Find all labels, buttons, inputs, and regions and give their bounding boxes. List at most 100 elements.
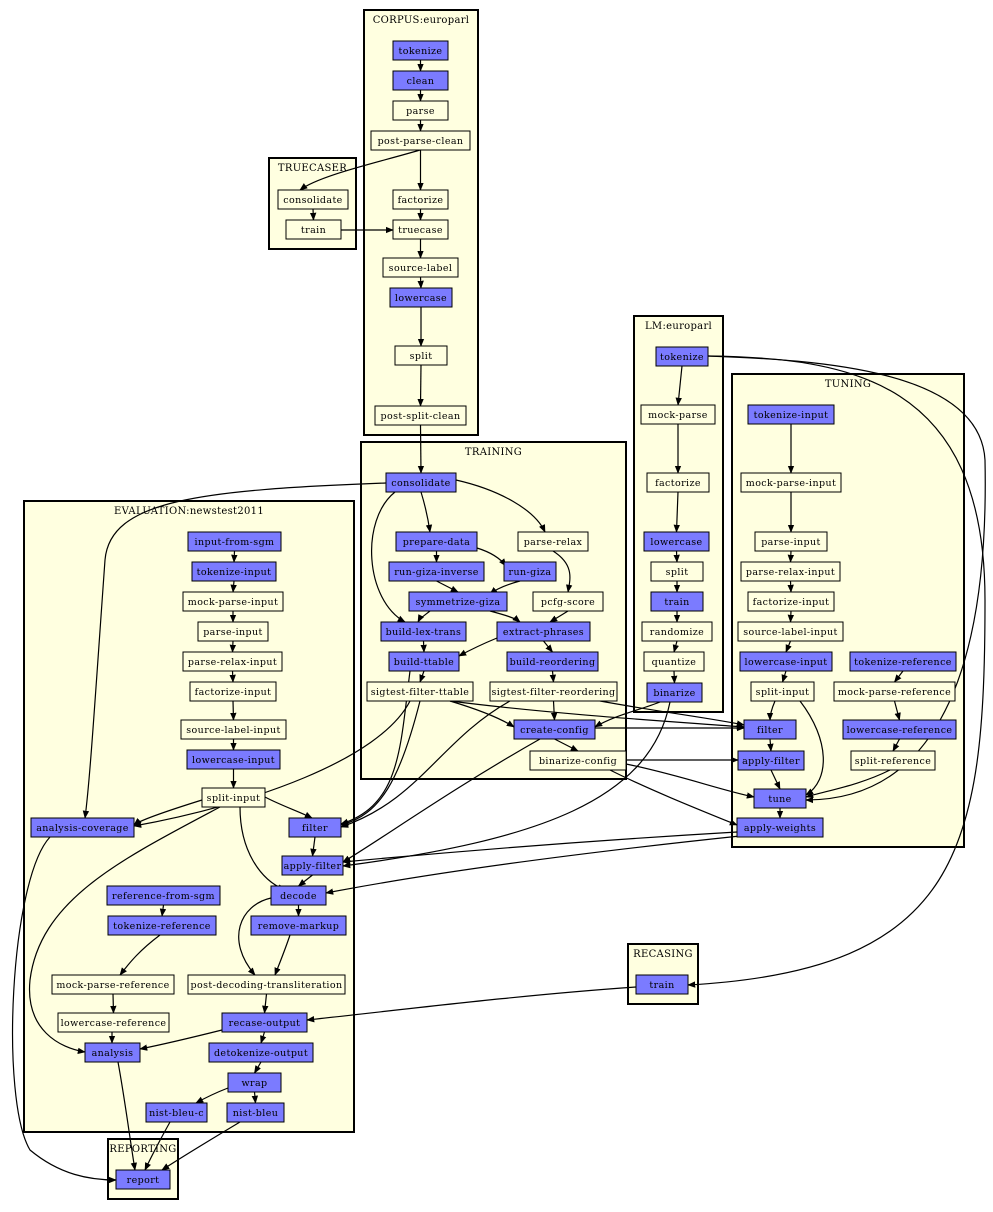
step-node-tr-br[interactable]: build-reordering: [506, 651, 599, 672]
step-node-c-sl[interactable]: source-label: [382, 257, 459, 278]
step-node-ev-lci[interactable]: lowercase-input: [186, 749, 281, 770]
step-node-tr-prep[interactable]: prepare-data: [395, 531, 478, 552]
step-node-tr-sym[interactable]: symmetrize-giza: [408, 591, 508, 612]
step-node-tr-ep[interactable]: extract-phrases: [496, 621, 591, 642]
step-box: [650, 591, 704, 612]
step-node-c-lc[interactable]: lowercase: [389, 287, 453, 308]
step-node-tu-filter[interactable]: filter: [743, 719, 797, 740]
step-node-ev-ifs[interactable]: input-from-sgm: [187, 531, 282, 552]
step-node-rp-report[interactable]: report: [115, 1169, 171, 1190]
step-label: randomize: [650, 627, 704, 638]
edge-rc_train-to-ev_ro: [306, 986, 637, 1023]
step-node-lm-split[interactable]: split: [650, 561, 704, 582]
step-node-tu-af[interactable]: apply-filter: [737, 750, 805, 771]
step-node-ev-filter[interactable]: filter: [288, 817, 342, 838]
step-label: tokenize-input: [197, 567, 272, 578]
step-node-tr-pcfg[interactable]: pcfg-score: [532, 591, 604, 612]
step-node-tu-aw[interactable]: apply-weights: [736, 817, 824, 838]
step-label: sigtest-filter-reordering: [491, 687, 615, 698]
step-node-lm-lc[interactable]: lowercase: [643, 531, 710, 552]
step-node-lm-rand[interactable]: randomize: [641, 621, 713, 642]
step-node-tr-bc[interactable]: binarize-config: [529, 750, 627, 771]
step-box: [106, 885, 221, 906]
step-node-ev-ti[interactable]: tokenize-input: [191, 561, 277, 582]
edge-tr_sft-to-ev_ac: [133, 700, 411, 828]
step-node-tu-fi[interactable]: factorize-input: [747, 591, 835, 612]
cluster-label: EVALUATION:newstest2011: [114, 506, 264, 517]
step-box: [57, 1012, 170, 1033]
step-box: [743, 719, 797, 740]
step-node-tr-sfr[interactable]: sigtest-filter-reordering: [489, 681, 618, 702]
step-node-ev-rm[interactable]: remove-markup: [250, 915, 347, 936]
step-node-ev-ac[interactable]: analysis-coverage: [30, 817, 135, 838]
step-node-tu-tune[interactable]: tune: [753, 788, 807, 809]
step-node-ev-pri[interactable]: parse-relax-input: [182, 651, 283, 672]
step-node-ev-do[interactable]: detokenize-output: [208, 1042, 314, 1063]
step-node-rc-train[interactable]: train: [635, 974, 689, 995]
step-node-tr-blt[interactable]: build-lex-trans: [380, 621, 467, 642]
step-node-c-parse[interactable]: parse: [392, 100, 449, 121]
step-node-ev-fi[interactable]: factorize-input: [189, 681, 277, 702]
step-node-lm-train[interactable]: train: [650, 591, 704, 612]
edge-ev_wrap-to-ev_nb: [251, 1091, 259, 1104]
step-node-ev-rfs[interactable]: reference-from-sgm: [106, 885, 221, 906]
step-node-ev-si[interactable]: split-input: [201, 787, 266, 808]
step-node-tr-sft[interactable]: sigtest-filter-ttable: [366, 681, 474, 702]
step-node-c-split[interactable]: split: [394, 345, 448, 366]
step-node-ev-pdt[interactable]: post-decoding-transliteration: [187, 974, 346, 995]
step-node-tu-si[interactable]: split-input: [750, 681, 815, 702]
step-node-ev-wrap[interactable]: wrap: [227, 1072, 282, 1093]
step-node-ev-nbc[interactable]: nist-bleu-c: [145, 1102, 208, 1123]
step-label: tokenize-reference: [113, 921, 211, 932]
step-node-ev-ro[interactable]: recase-output: [221, 1012, 308, 1033]
step-node-tr-rgi[interactable]: run-giza-inverse: [388, 561, 485, 582]
edge-ev_ac-to-rp_report: [12, 836, 117, 1184]
step-node-lm-tok[interactable]: tokenize: [655, 346, 709, 367]
step-node-tu-lcr[interactable]: lowercase-reference: [842, 719, 957, 740]
step-box: [513, 719, 596, 740]
step-node-lm-bin[interactable]: binarize: [646, 682, 703, 703]
step-node-ev-lcr[interactable]: lowercase-reference: [57, 1012, 170, 1033]
step-node-tr-cons[interactable]: consolidate: [385, 472, 457, 493]
step-node-tr-cc[interactable]: create-config: [513, 719, 596, 740]
step-node-ev-mpr[interactable]: mock-parse-reference: [51, 974, 175, 995]
step-node-tu-tr[interactable]: tokenize-reference: [849, 651, 957, 672]
step-node-tr-rg[interactable]: run-giza: [503, 561, 557, 582]
step-node-c-clean[interactable]: clean: [392, 70, 449, 91]
step-node-ev-mpi[interactable]: mock-parse-input: [182, 591, 284, 612]
step-node-c-psc[interactable]: post-split-clean: [374, 405, 467, 426]
step-node-c-tok[interactable]: tokenize: [392, 40, 449, 61]
step-node-tr-prelax[interactable]: parse-relax: [517, 531, 589, 552]
step-node-ev-af[interactable]: apply-filter: [281, 855, 344, 876]
step-node-tu-sr[interactable]: split-reference: [850, 750, 936, 771]
step-node-tu-mpi[interactable]: mock-parse-input: [740, 472, 842, 493]
step-box: [374, 405, 467, 426]
step-node-tu-ti[interactable]: tokenize-input: [747, 404, 835, 425]
step-node-c-ppc[interactable]: post-parse-clean: [370, 130, 471, 151]
edge-lm_quant-to-lm_bin: [671, 670, 678, 684]
step-node-lm-quant[interactable]: quantize: [643, 651, 705, 672]
step-node-tu-pri[interactable]: parse-relax-input: [740, 561, 841, 582]
step-node-ev-an[interactable]: analysis: [84, 1042, 141, 1063]
step-node-lm-mp[interactable]: mock-parse: [640, 404, 716, 425]
edge-tr_blt-to-tr_btt: [420, 640, 427, 653]
step-node-tu-pi[interactable]: parse-input: [754, 531, 828, 552]
step-node-t-cons[interactable]: consolidate: [277, 189, 349, 210]
step-node-lm-fact[interactable]: factorize: [646, 472, 710, 493]
step-node-tr-btt[interactable]: build-ttable: [388, 651, 460, 672]
step-box: [189, 681, 277, 702]
step-node-c-tc[interactable]: truecase: [392, 219, 449, 240]
step-node-tu-lci[interactable]: lowercase-input: [739, 651, 833, 672]
cluster-label: REPORTING: [109, 1144, 176, 1155]
step-node-c-fact[interactable]: factorize: [392, 189, 449, 210]
step-node-ev-dec[interactable]: decode: [270, 885, 327, 906]
step-node-ev-sli[interactable]: source-label-input: [180, 719, 287, 740]
step-node-ev-tr[interactable]: tokenize-reference: [107, 915, 217, 936]
step-node-ev-nb[interactable]: nist-bleu: [226, 1102, 285, 1123]
step-node-tu-mpr[interactable]: mock-parse-reference: [833, 681, 956, 702]
step-node-t-train[interactable]: train: [285, 219, 342, 240]
step-node-ev-pi[interactable]: parse-input: [197, 621, 269, 642]
edge-tr_cons-to-tr_prep: [420, 491, 433, 533]
step-node-tu-sli[interactable]: source-label-input: [737, 621, 844, 642]
step-box: [197, 621, 269, 642]
